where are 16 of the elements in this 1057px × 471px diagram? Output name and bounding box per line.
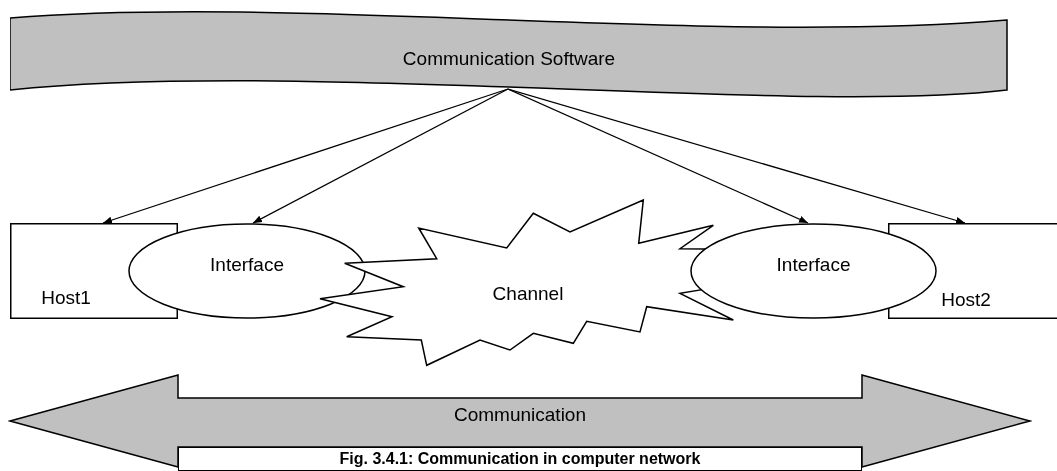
node-label: Host2	[940, 289, 992, 311]
figure-caption: Fig. 3.4.1: Communication in computer network	[178, 447, 862, 471]
node-label: Interface	[209, 254, 285, 276]
double-arrow-shape	[8, 373, 1032, 471]
interface-ellipse	[128, 223, 366, 319]
node-label: Interface	[775, 254, 852, 276]
node-label: Host1	[40, 287, 92, 309]
interface-ellipse	[690, 223, 937, 319]
channel-starburst	[318, 198, 736, 368]
node-label: Channel	[491, 283, 565, 305]
arrow	[252, 88, 509, 224]
arrow	[507, 88, 966, 224]
node-label: Communication Software	[401, 48, 617, 70]
arrow	[102, 88, 509, 224]
arrow	[507, 88, 809, 224]
node-label: Communication	[453, 404, 587, 426]
